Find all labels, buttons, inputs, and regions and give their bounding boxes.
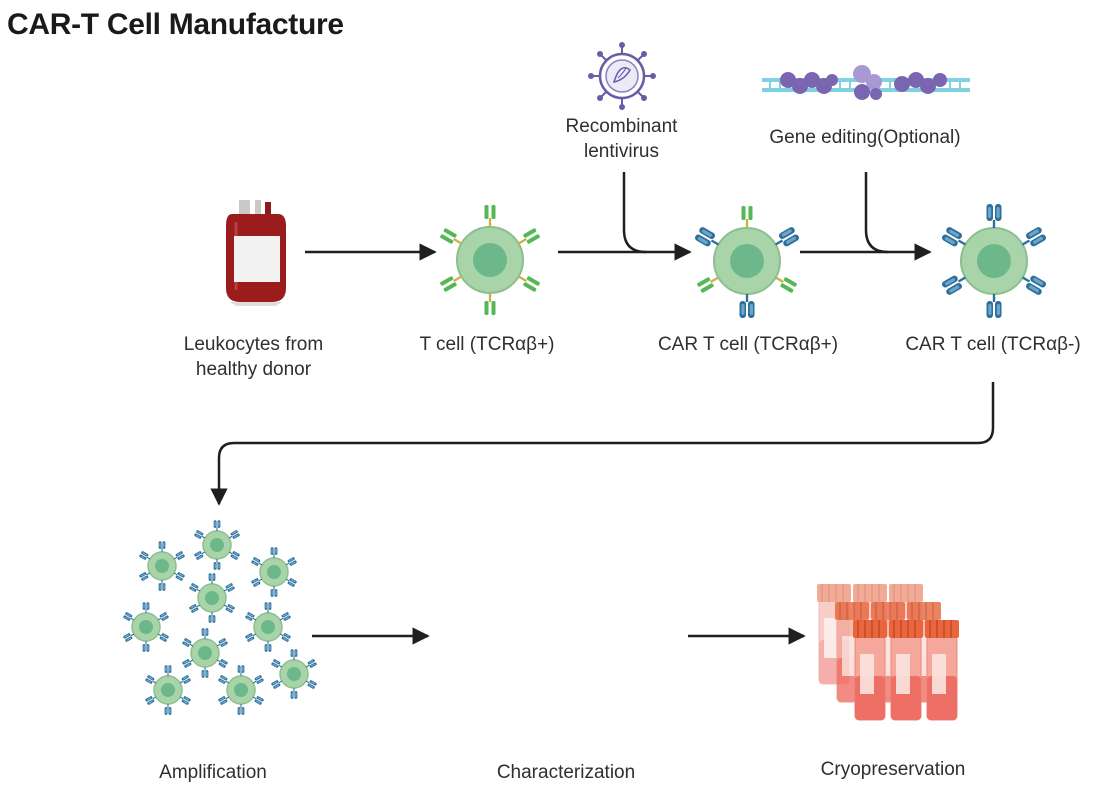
car-t-cell-positive-icon	[693, 206, 801, 318]
label-car-t-positive: CAR T cell (TCRαβ+)	[657, 334, 839, 355]
amplified-cells-icon	[123, 520, 317, 715]
label-leukocytes: Leukocytes from healthy donor	[183, 334, 324, 380]
label-cryopreservation: Cryopreservation	[820, 759, 966, 780]
label-lentivirus: Recombinant lentivirus	[565, 116, 678, 162]
arrow-lentivirus-in	[622, 172, 647, 254]
blood-bag-icon	[226, 200, 286, 306]
arrow-gene-editing-in	[864, 172, 889, 254]
label-car-t-negative: CAR T cell (TCRαβ-)	[905, 334, 1081, 355]
gene-editing-icon	[762, 65, 970, 100]
arrow-to-amplification	[210, 382, 995, 506]
car-t-cell-negative-icon	[940, 204, 1048, 318]
lentivirus-icon	[588, 42, 656, 110]
label-gene-editing: Gene editing(Optional)	[769, 127, 961, 148]
t-cell-icon	[439, 205, 541, 315]
label-characterization: Characterization	[496, 762, 636, 783]
page-title: CAR-T Cell Manufacture	[7, 8, 344, 41]
vials-icon	[816, 583, 960, 721]
label-t-cell: T cell (TCRαβ+)	[419, 334, 555, 355]
label-amplification: Amplification	[159, 762, 267, 783]
